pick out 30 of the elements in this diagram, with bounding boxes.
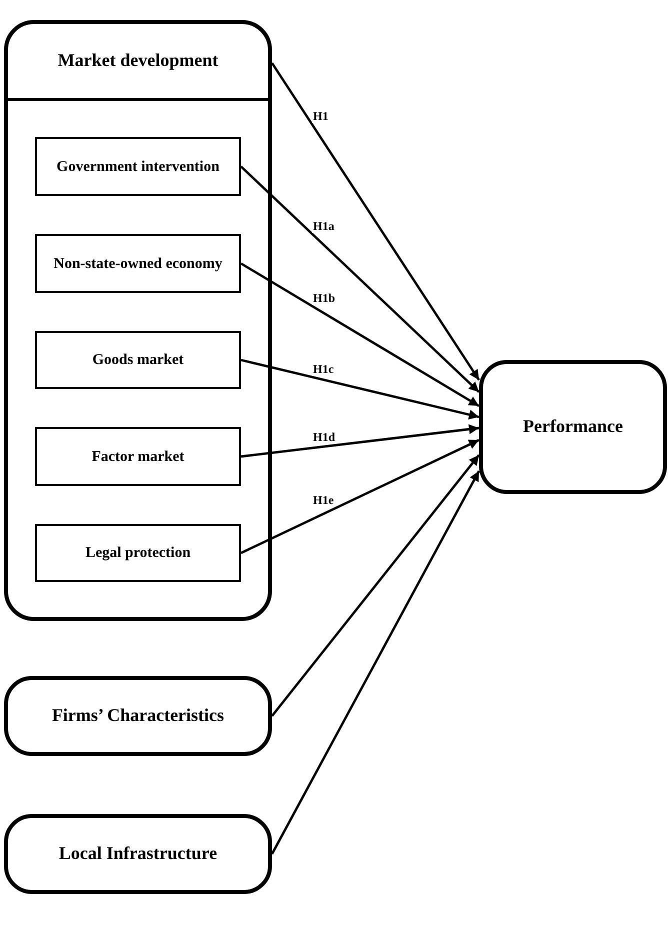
arrow [240,262,480,408]
group-title: Market development [58,50,218,72]
edge-label: H1c [312,362,335,376]
arrow [271,62,480,381]
edge-label: H1b [312,291,336,305]
construct-box [4,814,272,894]
node-label: Non-state-owned economy [54,254,222,272]
group-box [4,20,272,621]
arrow [240,438,480,554]
construct-box [4,676,272,756]
node-label: Government intervention [56,158,220,176]
factor-box [35,234,241,293]
edge-label: H1d [312,430,336,444]
construct-box [479,360,667,494]
factor-box [35,137,241,196]
arrow [240,424,480,458]
factor-box [35,331,241,389]
node-label: Performance [523,416,623,438]
node-label: Goods market [92,351,184,369]
arrow [240,358,480,420]
arrow [271,454,480,717]
node-label: Legal protection [85,544,191,562]
node-label: Local Infrastructure [58,843,218,865]
node-label: Firms’ Characteristics [52,705,224,727]
factor-box [35,427,241,486]
node-label: Factor market [92,448,184,466]
edge-label: H1 [312,109,330,124]
arrow [270,470,480,855]
factor-box [35,524,241,582]
arrow [240,166,480,393]
